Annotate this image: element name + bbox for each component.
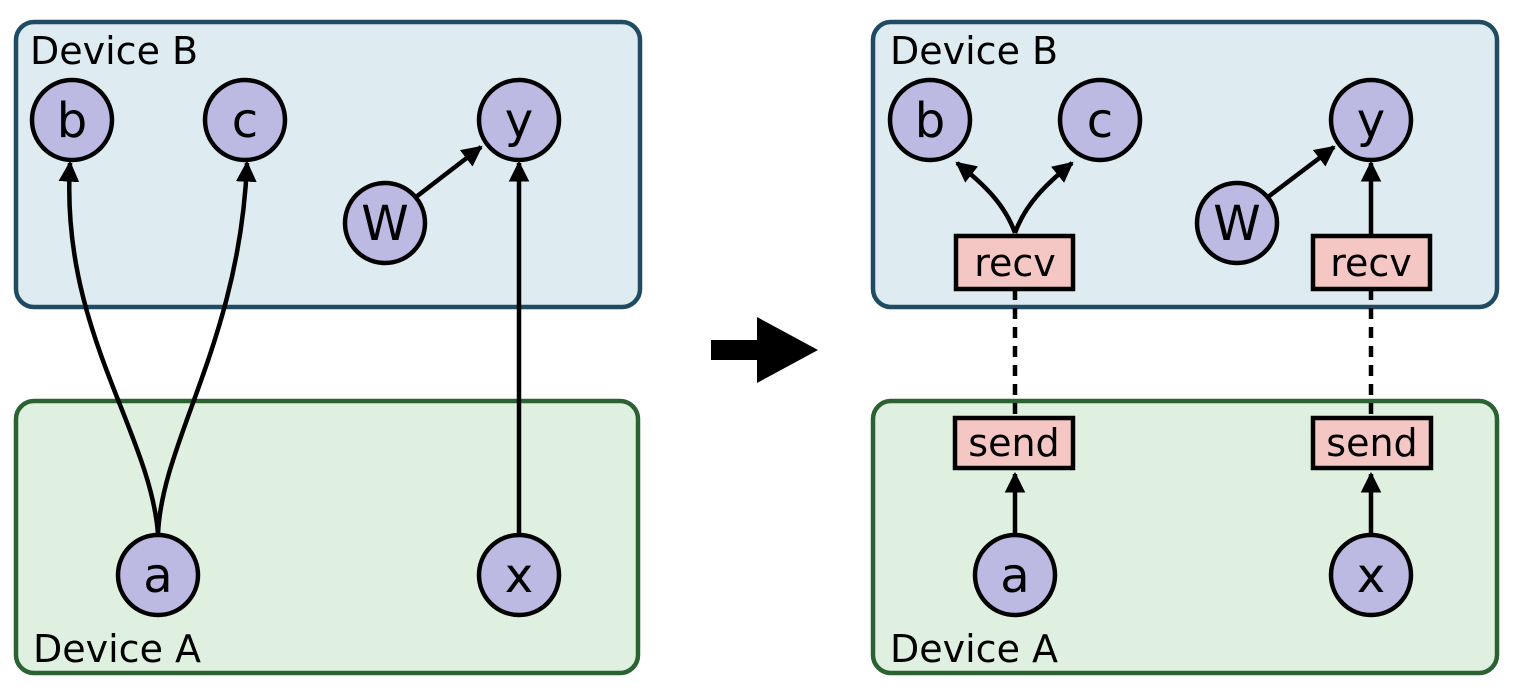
right-node-w: W — [1194, 180, 1280, 266]
left-edge-a-b — [58, 160, 161, 535]
svg-text:b: b — [915, 93, 945, 149]
right-recv-op-1: recv — [953, 233, 1076, 292]
right-device-b-label: Device B — [890, 29, 1058, 73]
svg-text:x: x — [505, 548, 533, 604]
left-node-y: y — [476, 77, 562, 163]
right-send-op-2: send — [1310, 415, 1434, 471]
right-panel: Device B Device A recv recv send send — [870, 19, 1500, 676]
svg-text:a: a — [143, 548, 172, 604]
left-node-b: b — [29, 77, 115, 163]
right-node-c: c — [1057, 77, 1143, 163]
right-edge-recv-b — [955, 161, 1018, 234]
left-node-x: x — [476, 532, 562, 618]
left-panel: Device B Device A b c y W a x — [13, 19, 643, 676]
svg-text:send: send — [1326, 421, 1417, 465]
left-device-b-box — [13, 19, 643, 310]
right-node-b: b — [887, 77, 973, 163]
right-node-a: a — [972, 532, 1058, 618]
svg-text:y: y — [1357, 93, 1385, 149]
left-node-w: W — [342, 180, 428, 266]
svg-text:recv: recv — [974, 241, 1056, 285]
left-edge-a-c — [155, 160, 257, 535]
svg-text:a: a — [1000, 548, 1029, 604]
right-send-op-1: send — [952, 415, 1076, 471]
svg-text:W: W — [1213, 196, 1260, 252]
transform-arrow — [711, 317, 818, 383]
left-device-a-label: Device A — [33, 627, 201, 671]
left-node-a: a — [115, 532, 201, 618]
svg-text:x: x — [1357, 548, 1385, 604]
left-node-c: c — [202, 77, 288, 163]
right-node-x: x — [1328, 532, 1414, 618]
svg-text:y: y — [505, 93, 533, 149]
svg-text:c: c — [232, 93, 258, 149]
svg-text:send: send — [968, 421, 1059, 465]
left-device-b-label: Device B — [30, 29, 198, 73]
right-edge-w-y — [1266, 145, 1336, 199]
right-device-a-label: Device A — [890, 627, 1058, 671]
svg-text:b: b — [57, 93, 87, 149]
svg-text:W: W — [361, 196, 408, 252]
left-edge-w-y — [414, 145, 483, 199]
right-node-y: y — [1328, 77, 1414, 163]
svg-text:c: c — [1087, 93, 1113, 149]
svg-text:recv: recv — [1330, 241, 1412, 285]
right-edge-recv-c — [1012, 161, 1074, 234]
right-recv-op-2: recv — [1310, 233, 1433, 292]
